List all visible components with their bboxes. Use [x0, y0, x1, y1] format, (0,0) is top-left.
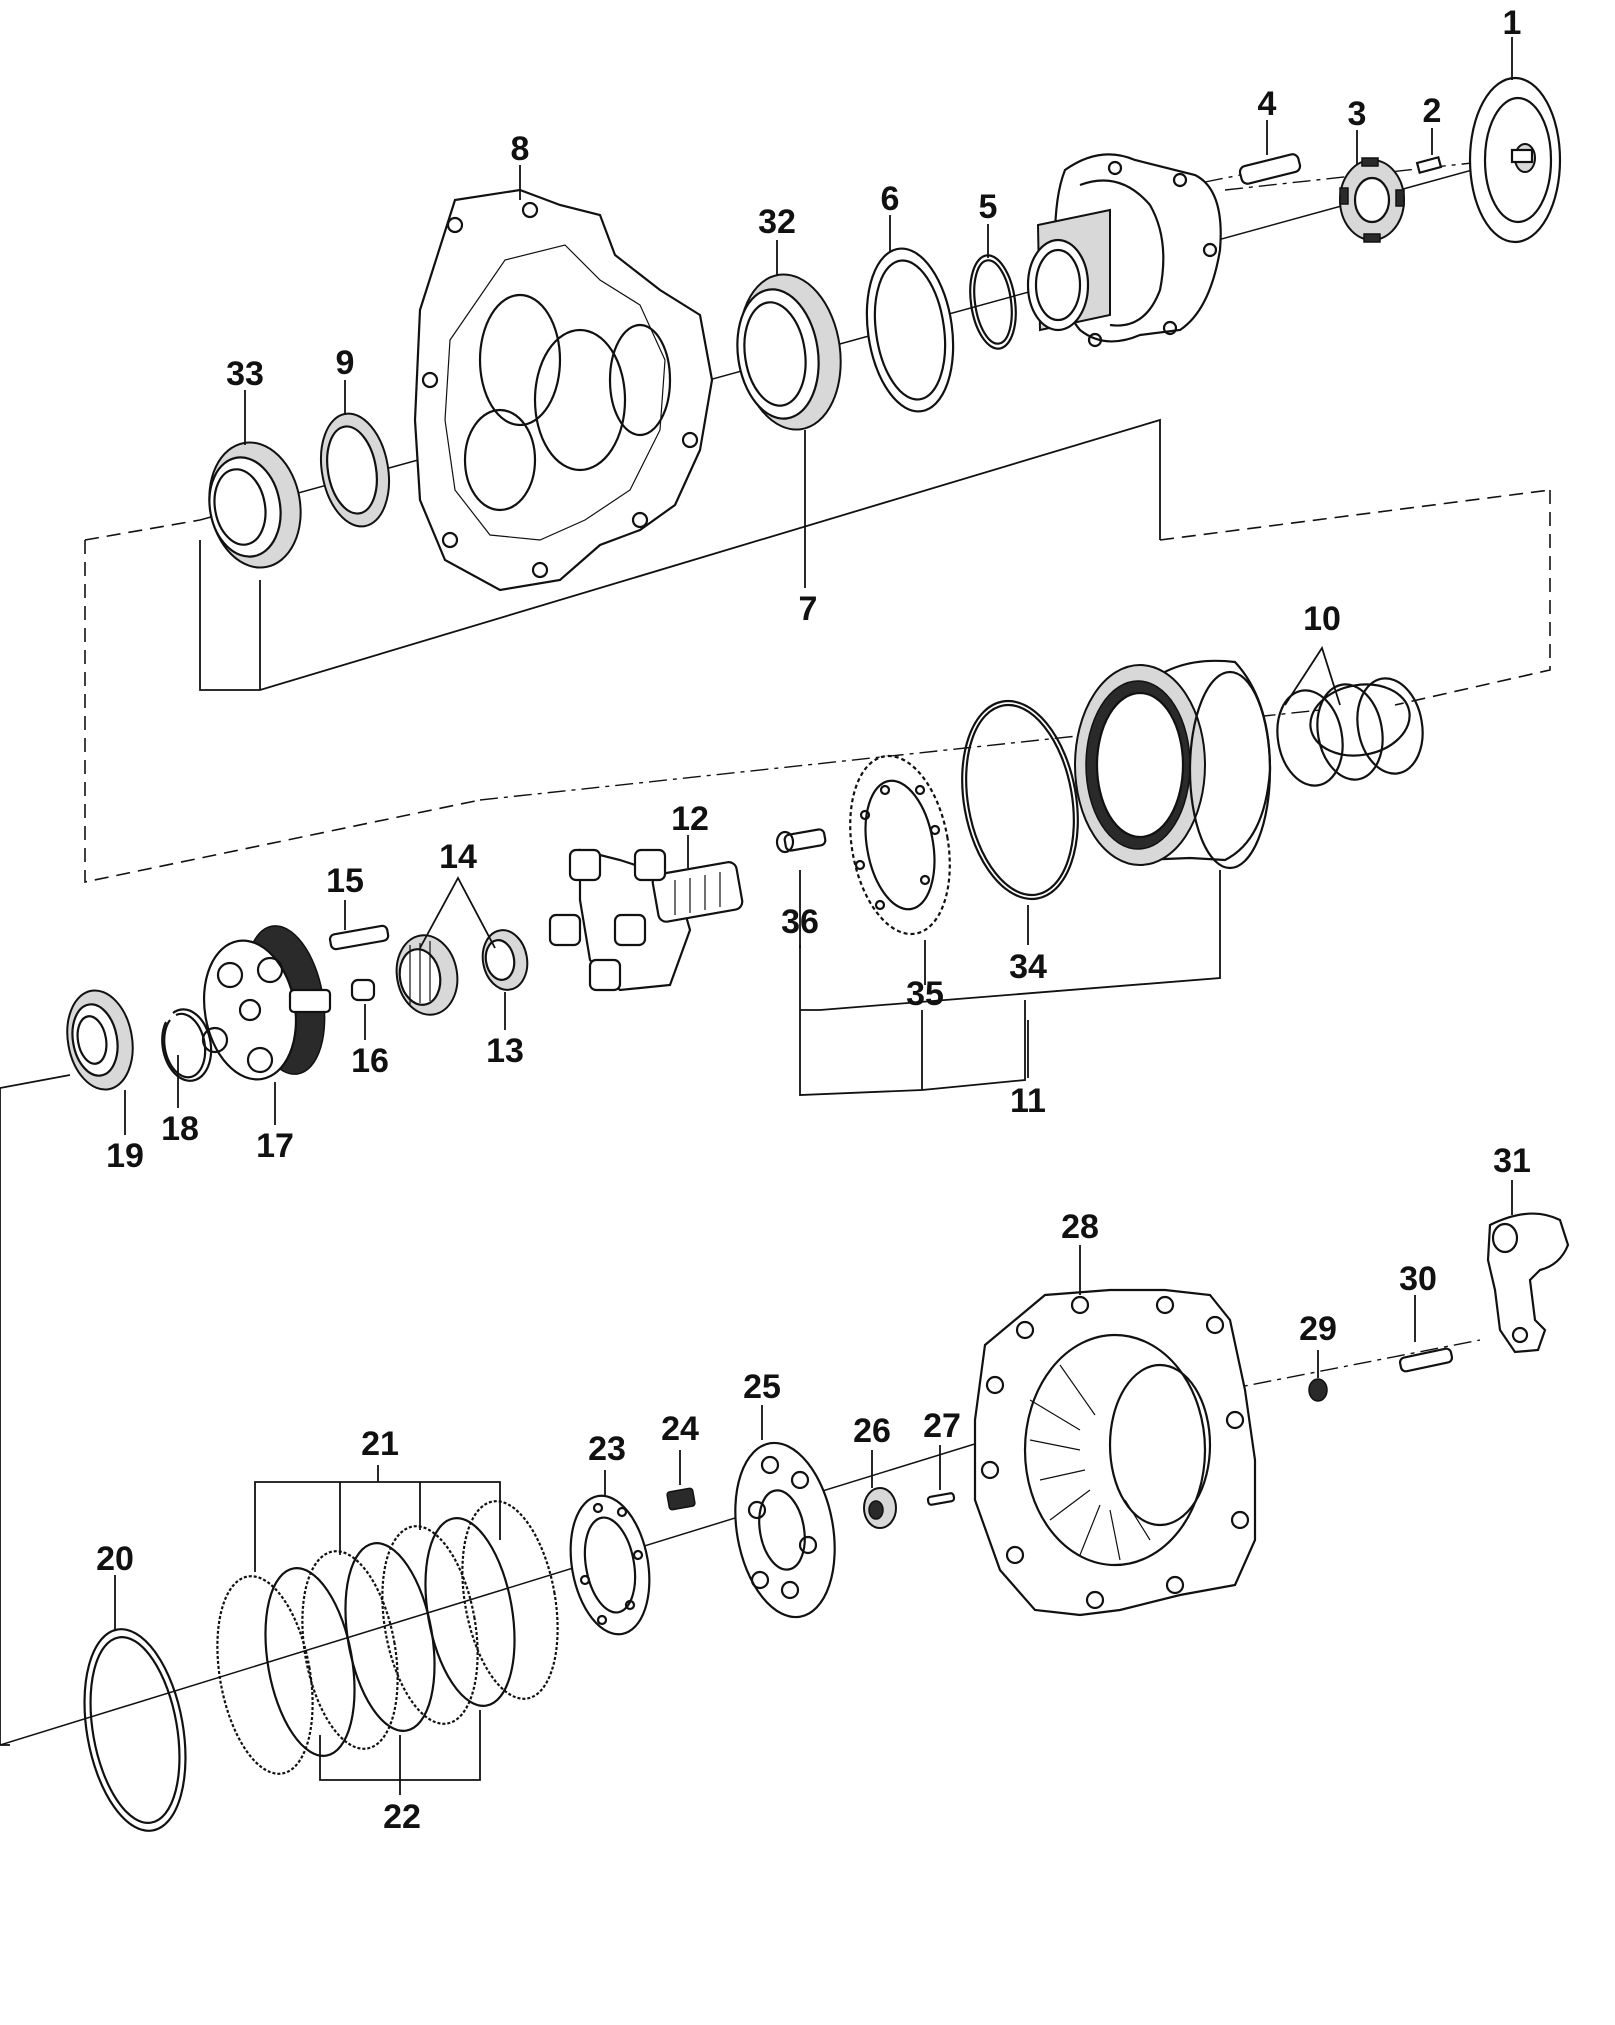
leader-11-right — [800, 870, 1221, 1011]
callout-21: 21 — [361, 1425, 399, 1463]
part-9-seal — [320, 412, 390, 528]
callout-14: 14 — [439, 838, 477, 876]
part-15-pin — [328, 924, 390, 951]
part-35-gear-plate — [849, 754, 951, 936]
row-2-assembly — [66, 489, 1551, 1135]
row-2-dashed-top-left — [84, 519, 201, 541]
part-33-bearing — [208, 441, 302, 569]
row-2-dashed-left — [84, 540, 481, 883]
part-5-o-ring — [969, 254, 1017, 350]
callout-6: 6 — [881, 180, 900, 218]
callout-34: 34 — [1009, 948, 1047, 986]
left-bracket-leader — [0, 1074, 71, 1746]
part-19-bearing — [66, 989, 134, 1091]
callout-22: 22 — [383, 1798, 421, 1836]
part-29-ball — [1308, 1378, 1328, 1402]
part-31-bracket — [1486, 1212, 1570, 1354]
callout-27: 27 — [923, 1407, 961, 1445]
part-7-hub-flange — [1026, 153, 1222, 348]
callout-32: 32 — [758, 203, 796, 241]
callout-17: 17 — [256, 1127, 294, 1165]
callout-29: 29 — [1299, 1310, 1337, 1348]
callout-31: 31 — [1493, 1142, 1531, 1180]
part-32-bearing — [736, 273, 842, 431]
callout-35: 35 — [906, 975, 944, 1013]
part-2-pin — [1415, 155, 1443, 175]
part-16-roller — [350, 978, 376, 1002]
row-2-dashed-right — [1394, 490, 1551, 706]
part-1-end-cap — [1468, 76, 1562, 244]
part-11-ring-gear — [1074, 659, 1272, 870]
part-30-pin — [1398, 1347, 1454, 1373]
part-12-planet-carrier — [548, 848, 744, 992]
part-3-slotted-nut — [1339, 157, 1405, 243]
part-6-thrust-washer — [865, 247, 955, 413]
row-3-axis — [0, 1429, 1021, 1746]
callout-19: 19 — [106, 1137, 144, 1175]
part-34-o-ring — [961, 699, 1079, 901]
callout-1: 1 — [1503, 4, 1522, 42]
row-2-callouts: 10 11 12 13 14 15 16 17 18 19 34 35 36 — [106, 600, 1341, 1175]
part-27-pin — [926, 1492, 956, 1506]
part-18-snap-ring — [161, 1008, 213, 1082]
row-1-assembly — [199, 76, 1562, 691]
callout-12: 12 — [671, 800, 709, 838]
callout-3: 3 — [1348, 95, 1367, 133]
part-8-housing — [413, 188, 714, 592]
part-21-friction-discs — [216, 1500, 559, 1775]
row-3-assembly — [0, 1074, 1570, 1832]
part-13-needle-bearing — [481, 929, 529, 991]
callout-11: 11 — [1010, 1082, 1046, 1120]
row-3-callouts: 20 21 22 23 24 25 26 27 28 29 30 31 — [96, 1142, 1531, 1836]
callout-4: 4 — [1258, 85, 1277, 123]
callout-16: 16 — [351, 1042, 389, 1080]
callout-24: 24 — [661, 1410, 699, 1448]
part-14-needle-bearing — [395, 934, 459, 1016]
callout-18: 18 — [161, 1110, 199, 1148]
callout-7: 7 — [799, 590, 818, 628]
part-23-plate — [569, 1494, 651, 1636]
leader-14 — [419, 876, 496, 949]
part-25-piston-disc — [734, 1441, 836, 1619]
part-28-cover — [973, 1288, 1257, 1617]
callout-23: 23 — [588, 1430, 626, 1468]
callout-2: 2 — [1423, 92, 1442, 130]
callout-10: 10 — [1303, 600, 1341, 638]
callout-33: 33 — [226, 355, 264, 393]
part-20-ring — [83, 1628, 187, 1832]
callout-13: 13 — [486, 1032, 524, 1070]
callout-5: 5 — [979, 188, 998, 226]
part-17-planet-gear — [201, 925, 332, 1081]
part-36-bolt — [775, 828, 827, 854]
row-1-callouts: 1 2 3 4 5 6 7 8 9 32 33 — [226, 4, 1521, 628]
row-2-dashed-top-right — [1159, 489, 1551, 541]
leader-10 — [1284, 645, 1341, 706]
callout-28: 28 — [1061, 1208, 1099, 1246]
callout-25: 25 — [743, 1368, 781, 1406]
part-10-springs — [1276, 677, 1424, 787]
callout-30: 30 — [1399, 1260, 1437, 1298]
part-26-bushing — [863, 1487, 897, 1529]
callout-15: 15 — [326, 862, 364, 900]
bracket-11 — [799, 945, 1026, 1096]
callout-9: 9 — [336, 344, 355, 382]
part-22-steel-discs — [264, 1517, 516, 1757]
callout-8: 8 — [511, 130, 530, 168]
callout-36: 36 — [781, 903, 819, 941]
part-24-spring — [666, 1487, 696, 1511]
callout-26: 26 — [853, 1412, 891, 1450]
callout-20: 20 — [96, 1540, 134, 1578]
part-4-dowel — [1204, 153, 1302, 185]
